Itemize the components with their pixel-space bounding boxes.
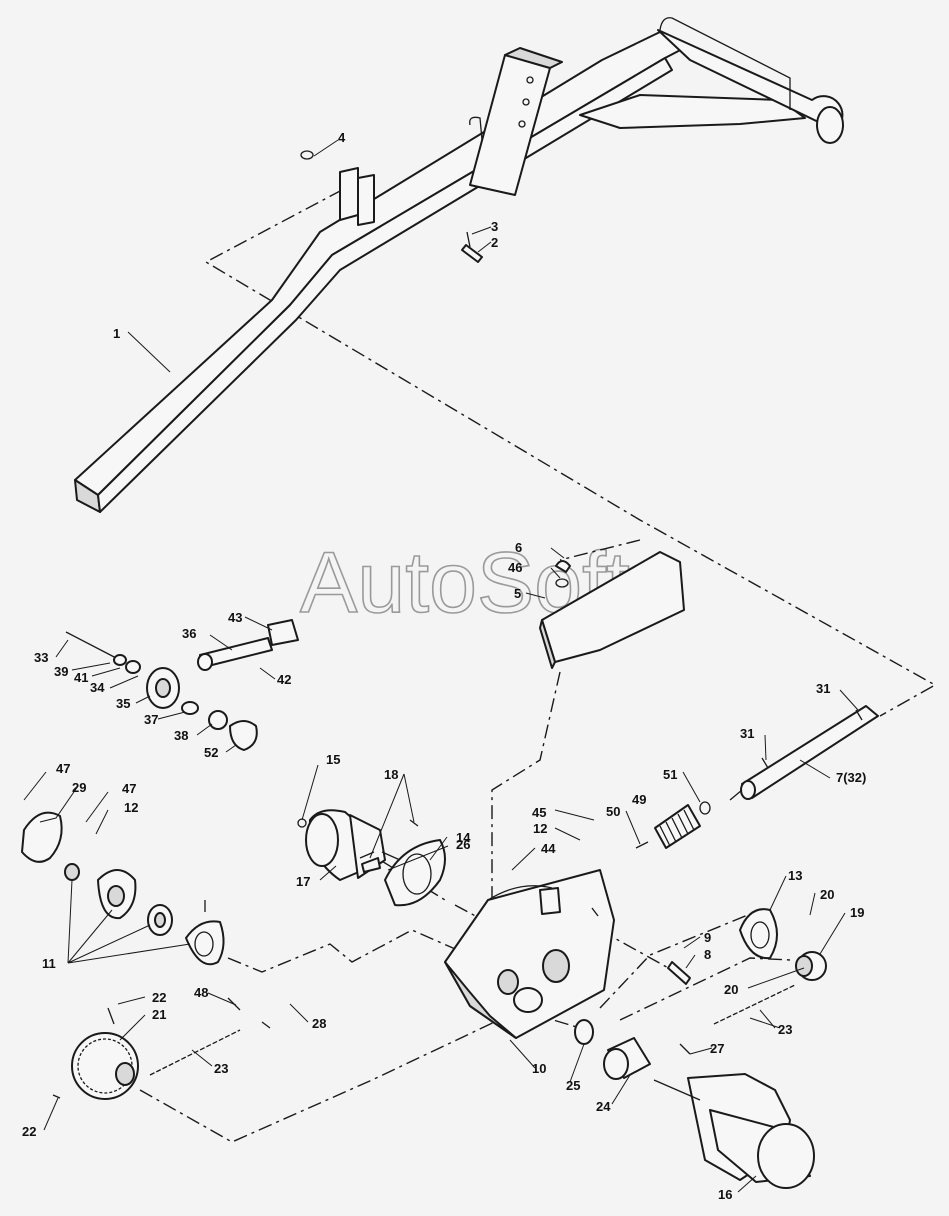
callout-label: 12 [533, 821, 547, 836]
callout-label: 3 [491, 219, 498, 234]
callout-label: 29 [72, 780, 86, 795]
callout-label: 17 [296, 874, 310, 889]
pin-2 [300, 150, 483, 263]
shaft-assembly [65, 619, 299, 751]
sleeve-24 [603, 1037, 651, 1080]
callout-label: 23 [214, 1061, 228, 1076]
callout-label: 10 [532, 1061, 546, 1076]
callout-label: 16 [718, 1187, 732, 1202]
bushing-25 [574, 1019, 594, 1045]
callout-label: 31 [740, 726, 754, 741]
callout-label: 12 [124, 800, 138, 815]
callout-label: 28 [312, 1016, 326, 1031]
callout-label: 18 [384, 767, 398, 782]
callout-label: 6 [515, 540, 522, 555]
callouts: 1 2 3 4 5 6 46 43 36 33 39 41 34 35 37 3… [22, 130, 866, 1202]
chain-23-right [713, 984, 796, 1025]
callout-label: 47 [122, 781, 136, 796]
callout-label: 52 [204, 745, 218, 760]
frame-drawbar [74, 17, 844, 513]
callout-label: 7(32) [836, 770, 866, 785]
callout-label: 45 [532, 805, 546, 820]
sprocket-21 [52, 1007, 139, 1100]
callout-label: 5 [514, 586, 521, 601]
callout-label: 38 [174, 728, 188, 743]
sprocket-19 [795, 951, 827, 981]
hub-group [21, 811, 225, 966]
callout-label: 31 [816, 681, 830, 696]
callout-label: 36 [182, 626, 196, 641]
callout-label: 39 [54, 664, 68, 679]
washer-13 [739, 908, 778, 960]
callout-label: 20 [820, 887, 834, 902]
tongue-bracket [539, 551, 685, 669]
callout-label: 43 [228, 610, 242, 625]
callout-label: 24 [596, 1099, 611, 1114]
callout-label: 1 [113, 326, 120, 341]
chain-23-left [149, 997, 271, 1076]
callout-label: 15 [326, 752, 340, 767]
shaft-7 [729, 705, 879, 801]
drum-16 [653, 1043, 815, 1189]
callout-label: 23 [778, 1022, 792, 1037]
callout-label: 13 [788, 868, 802, 883]
callout-label: 37 [144, 712, 158, 727]
callout-label: 9 [704, 930, 711, 945]
callout-label: 47 [56, 761, 70, 776]
callout-label: 33 [34, 650, 48, 665]
callout-label: 50 [606, 804, 620, 819]
gear-housing [444, 869, 615, 1039]
gasket-14 [384, 839, 446, 907]
callout-label: 22 [22, 1124, 36, 1139]
callout-label: 25 [566, 1078, 580, 1093]
spring-49 [635, 801, 711, 849]
callout-label: 2 [491, 235, 498, 250]
leader-lines [23, 139, 859, 1193]
callout-label: 42 [277, 672, 291, 687]
callout-label: 35 [116, 696, 130, 711]
callout-label: 49 [632, 792, 646, 807]
callout-label: 44 [541, 841, 556, 856]
callout-label: 27 [710, 1041, 724, 1056]
callout-label: 19 [850, 905, 864, 920]
bolt-8 [667, 961, 691, 985]
callout-label: 21 [152, 1007, 166, 1022]
callout-label: 14 [456, 830, 471, 845]
callout-label: 20 [724, 982, 738, 997]
callout-label: 46 [508, 560, 522, 575]
callout-label: 41 [74, 670, 88, 685]
callout-label: 22 [152, 990, 166, 1005]
callout-label: 51 [663, 767, 677, 782]
callout-label: 8 [704, 947, 711, 962]
callout-label: 11 [42, 956, 56, 971]
callout-label: 34 [90, 680, 105, 695]
callout-label: 48 [194, 985, 208, 1000]
callout-label: 4 [338, 130, 346, 145]
callout-label: 26 [456, 837, 470, 852]
